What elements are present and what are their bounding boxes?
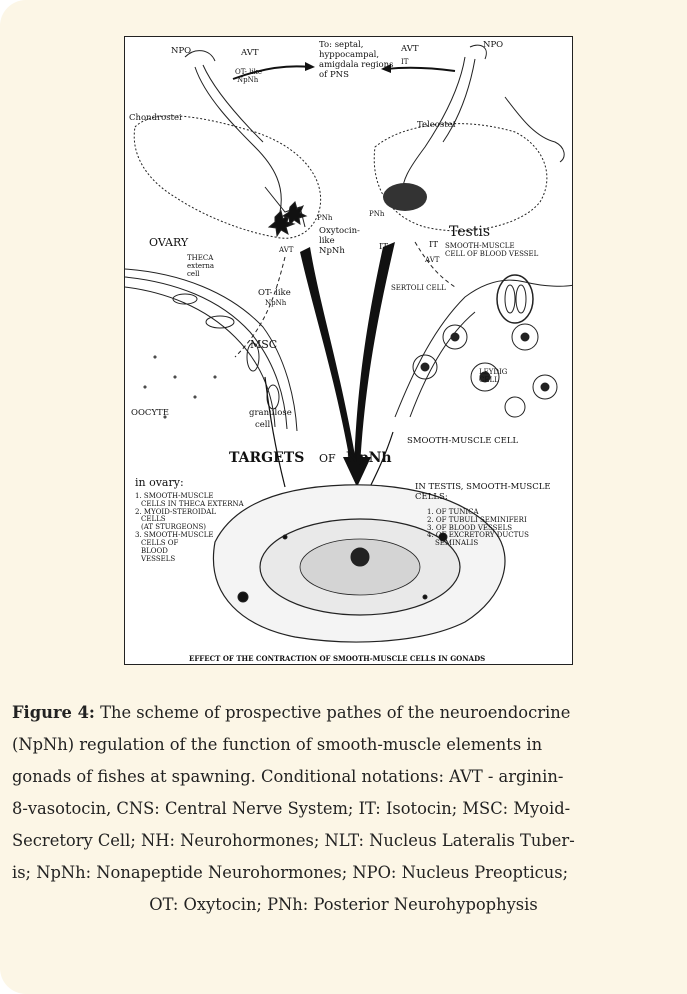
npo-right-label: NPO (483, 41, 503, 50)
msc-label: MSC (250, 339, 277, 351)
to-regions-line-1: To: septal, (319, 41, 363, 50)
avt-mid-right-label: AVT (425, 257, 439, 264)
ovary-target-list: 1. SMOOTH-MUSCLE CELLS IN THECA EXTERNA … (135, 493, 244, 563)
teleostei-label: Teleostei (417, 121, 455, 130)
it-top-label: IT (401, 59, 408, 66)
caption-line: gonads of fishes at spawning. Conditiona… (12, 761, 687, 793)
teleostei-brain-drawing (374, 45, 564, 231)
oxytocin-like-line-3: NpNh (319, 247, 345, 256)
in-testis-line-2: CELLS: (415, 493, 448, 502)
oxytocin-like-line-2: like (319, 237, 335, 246)
to-regions-line-4: of PNS (319, 71, 349, 80)
to-regions-line-2: hyppocampal, (319, 51, 379, 60)
avt-arrow-right (387, 68, 455, 71)
caption-line: Secretory Cell; NH: Neurohormones; NLT: … (12, 825, 687, 857)
avt-left-label: AVT (241, 49, 259, 58)
leydig-line-2: CELL (479, 377, 499, 384)
in-testis-line-1: IN TESTIS, SMOOTH-MUSCLE (415, 483, 551, 492)
figure-caption: Figure 4: The scheme of prospective path… (12, 697, 687, 921)
sertoli-label: SERTOLI CELL (391, 285, 446, 292)
oocyte-label: OOCYTE (131, 409, 169, 418)
theca-line-3: cell (187, 271, 200, 278)
oxytocin-like-line-1: Oxytocin- (319, 227, 360, 236)
pnh-right-label: PNh (369, 211, 384, 218)
chondrostei-brain-drawing (134, 51, 320, 239)
of-label: OF (319, 453, 336, 465)
in-ovary-label: in ovary: (135, 477, 184, 489)
avt-mid-left-label: AVT (279, 247, 293, 254)
figure-bottom-title: EFFECT OF THE CONTRACTION OF SMOOTH-MUSC… (189, 655, 485, 662)
chondrostei-label: Chondrostei (129, 114, 182, 123)
it-mid-label: IT (379, 243, 388, 252)
testis-list-item: SEMINALIS (427, 540, 529, 548)
pathway-arrow-right (354, 242, 395, 467)
figure-illustration: NPO AVT OT- like NpNh To: septal, hyppoc… (124, 36, 573, 665)
pnh-left-label: PNh (317, 215, 332, 222)
avt-right-label: AVT (401, 45, 419, 54)
pathway-arrow-left (300, 247, 357, 467)
testis-target-list: 1. OF TUNICA 2. OF TUBULI SEMINIFERI 3. … (427, 509, 529, 548)
npnh-targets-label: NpNh (346, 451, 392, 466)
smooth-muscle-vessel-line-2: CELL OF BLOOD VESSEL (445, 251, 538, 258)
ot-like-mid-line-1: OT- like (258, 289, 291, 298)
caption-line: is; NpNh: Nonapeptide Neurohormones; NPO… (12, 857, 687, 889)
ovary-label: OVARY (149, 237, 188, 249)
it-right-label: IT (429, 241, 438, 250)
avt-arrow-left-head (305, 62, 315, 71)
caption-line: 8-vasotocin, CNS: Central Nerve System; … (12, 793, 687, 825)
npo-left-label: NPO (171, 47, 191, 56)
caption-text: The scheme of prospective pathes of the … (95, 703, 570, 722)
to-regions-line-3: amigdala regions (319, 61, 394, 70)
granulose-line-1: granulose (249, 409, 292, 418)
smooth-muscle-cell-label: SMOOTH-MUSCLE CELL (407, 437, 518, 446)
targets-label: TARGETS (229, 451, 304, 466)
caption-line: Figure 4: The scheme of prospective path… (12, 697, 687, 729)
figure-drawing (125, 37, 573, 665)
granulose-line-2: cell (255, 421, 270, 430)
msc-target-arrow (265, 377, 285, 487)
caption-line: (NpNh) regulation of the function of smo… (12, 729, 687, 761)
npnh-left-label: NpNh (237, 77, 258, 84)
testis-label: Testis (449, 225, 490, 240)
testis-tissue-drawing (395, 275, 573, 417)
ovary-list-item: VESSELS (135, 556, 244, 564)
caption-line: OT: Oxytocin; PNh: Posterior Neurohypoph… (12, 889, 687, 921)
caption-figure-label: Figure 4: (12, 703, 95, 722)
ot-like-mid-line-2: NpNh (265, 300, 286, 307)
